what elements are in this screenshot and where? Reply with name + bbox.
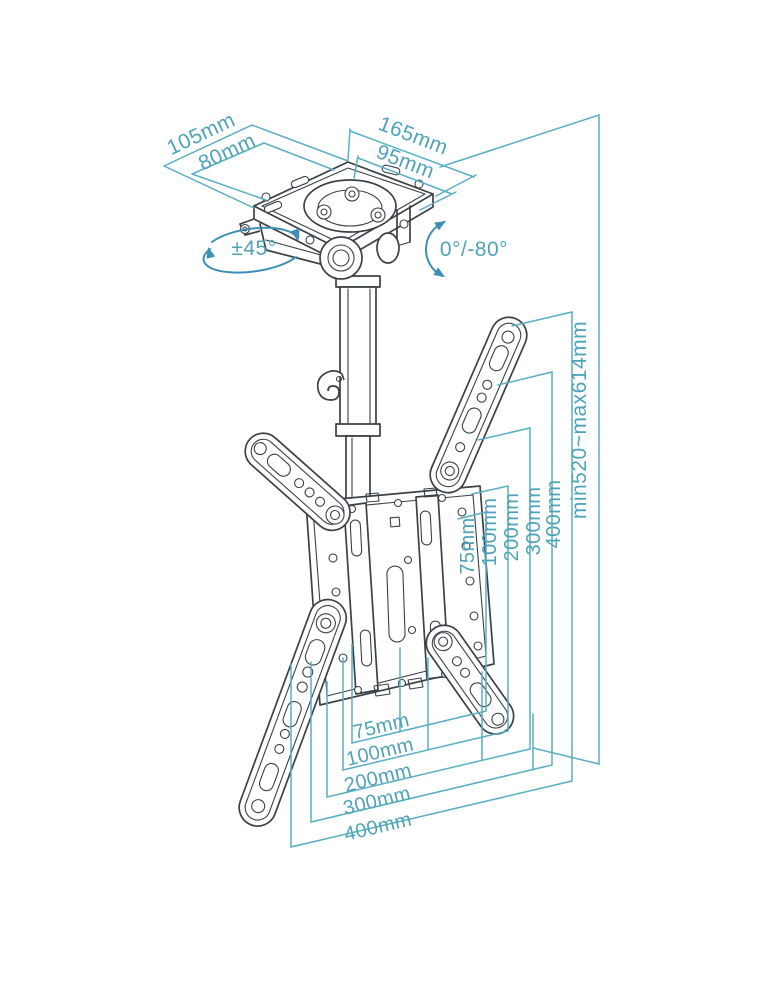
cable-hook [316, 370, 345, 401]
arm-lower-left [238, 598, 348, 827]
vesa-right-200: 200mm [501, 493, 523, 562]
vesa-right-75: 75mm [457, 517, 479, 574]
bolts [316, 186, 386, 223]
arm-upper-right [429, 316, 528, 494]
telescopic-pole [335, 275, 381, 503]
tilt-angle-label: 0°/-80° [440, 238, 508, 261]
height-range-label: min520~max614mm [568, 321, 591, 519]
arm-upper-left [244, 432, 351, 532]
pivot-bracket [259, 205, 411, 280]
swivel-angle-label: ±45° [231, 237, 276, 260]
swivel-rotation-arrows [202, 226, 300, 274]
tilt-rotation-arrow [425, 221, 446, 277]
dimension-labels: 105mm 80mm 165mm 95mm ±45° 0°/-80° min52… [164, 108, 591, 846]
dimension-lines [163, 113, 600, 848]
vesa-right-300: 300mm [523, 487, 545, 556]
vesa-right-100: 100mm [479, 498, 501, 567]
vesa-right-400: 400mm [543, 480, 565, 549]
